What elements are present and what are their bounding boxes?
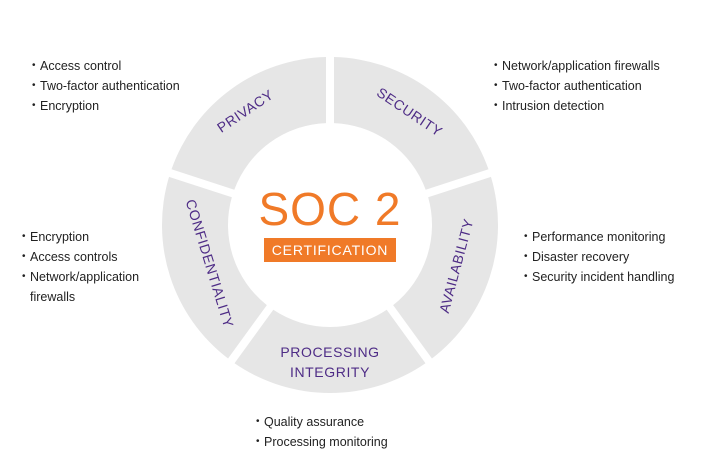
soc2-title: SOC 2: [258, 183, 402, 235]
list-item: Two-factor authentication: [494, 76, 660, 96]
segment-availability: [393, 176, 499, 359]
list-item: Processing monitoring: [256, 432, 388, 452]
segment-security: [333, 57, 489, 190]
certification-badge: CERTIFICATION: [264, 238, 396, 262]
list-item: Encryption: [32, 96, 180, 116]
list-item: Access control: [32, 56, 180, 76]
list-item: Encryption: [22, 227, 157, 247]
list-item: Quality assurance: [256, 412, 388, 432]
segment-privacy: [171, 57, 327, 190]
list-item: Two-factor authentication: [32, 76, 180, 96]
list-item: Network/application firewalls: [494, 56, 660, 76]
security-list: Network/application firewalls Two-factor…: [494, 56, 660, 116]
list-item: Access controls: [22, 247, 157, 267]
segment-label-integrity: INTEGRITY: [290, 364, 370, 380]
list-item: Disaster recovery: [524, 247, 674, 267]
privacy-list: Access control Two-factor authentication…: [32, 56, 180, 116]
processing-integrity-list: Quality assurance Processing monitoring: [256, 412, 388, 452]
segment-label-processing: PROCESSING: [280, 344, 379, 360]
segment-processing-integrity: [234, 309, 426, 394]
list-item: Network/application firewalls: [22, 267, 157, 307]
segment-confidentiality: [161, 176, 267, 359]
list-item: Security incident handling: [524, 267, 674, 287]
availability-list: Performance monitoring Disaster recovery…: [524, 227, 674, 287]
list-item: Performance monitoring: [524, 227, 674, 247]
confidentiality-list: Encryption Access controls Network/appli…: [22, 227, 157, 307]
list-item: Intrusion detection: [494, 96, 660, 116]
